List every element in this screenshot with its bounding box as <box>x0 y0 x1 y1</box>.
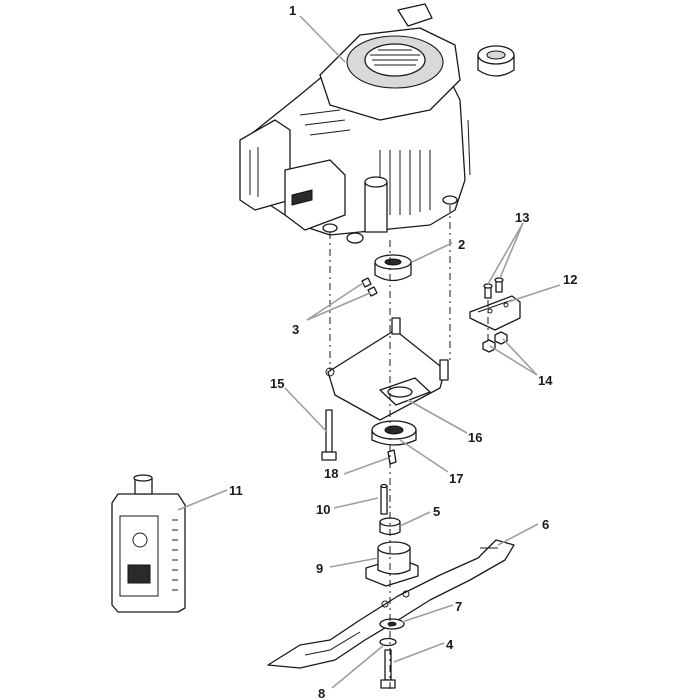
keys-part-3 <box>361 277 378 297</box>
blade-boss-part-9 <box>365 541 419 587</box>
hub-part-17 <box>371 420 417 446</box>
bracket-part-12 <box>469 295 521 331</box>
callout-17: 17 <box>449 471 463 486</box>
mower-blade-icon <box>267 539 515 669</box>
oil-bottle-icon <box>111 474 186 613</box>
engine-icon <box>239 3 471 244</box>
callout-15: 15 <box>270 376 284 391</box>
callout-4: 4 <box>446 637 454 652</box>
callout-3: 3 <box>292 322 299 337</box>
leader-lines <box>177 15 561 689</box>
callout-1: 1 <box>289 3 296 18</box>
adaptor-plate-part-16 <box>325 317 449 421</box>
callout-9: 9 <box>316 561 323 576</box>
callout-8: 8 <box>318 686 325 700</box>
bushing-part-5 <box>379 517 401 536</box>
callout-18: 18 <box>324 466 338 481</box>
pin-part-10 <box>380 483 388 515</box>
washer-part-8 <box>379 637 397 647</box>
callout-12: 12 <box>563 272 577 287</box>
callout-10: 10 <box>316 502 330 517</box>
washer-part-7 <box>379 618 405 630</box>
callout-16: 16 <box>468 430 482 445</box>
callout-11: 11 <box>229 483 243 498</box>
assembly-center-lines <box>329 205 489 690</box>
spacer-part-2 <box>374 254 412 282</box>
callout-13: 13 <box>515 210 529 225</box>
screws-part-13 <box>483 277 504 299</box>
bolt-part-4 <box>380 649 396 689</box>
fuel-cap-icon <box>477 45 515 77</box>
callout-labels: 1 2 3 4 5 6 7 8 9 10 11 12 13 14 15 16 1… <box>229 3 577 700</box>
callout-7: 7 <box>455 599 462 614</box>
key-part-18 <box>387 449 397 465</box>
bolt-part-15 <box>321 409 337 461</box>
callout-14: 14 <box>538 373 553 388</box>
callout-6: 6 <box>542 517 549 532</box>
callout-5: 5 <box>433 504 440 519</box>
callout-2: 2 <box>458 237 465 252</box>
